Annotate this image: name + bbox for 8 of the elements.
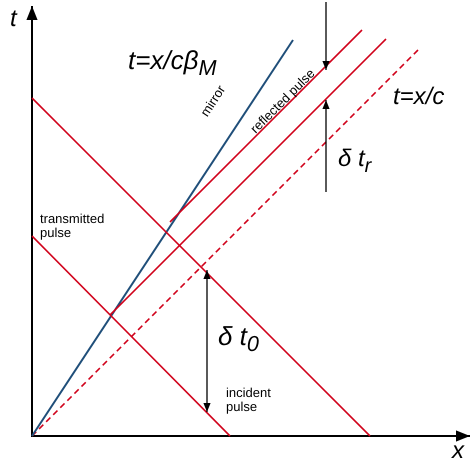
line-label: incident pulse xyxy=(226,386,272,415)
equation-label: t=x/cβ$_{M}$ xyxy=(128,46,217,80)
interval-label: δ t$_{0}$ xyxy=(218,322,259,356)
axis-label: x xyxy=(452,438,464,464)
interval-label: δ t$_{r}$ xyxy=(338,146,372,177)
line-label: transmitted pulse xyxy=(40,212,106,241)
axis-label: t xyxy=(10,6,17,32)
equation-label: t=x/c xyxy=(393,84,444,110)
